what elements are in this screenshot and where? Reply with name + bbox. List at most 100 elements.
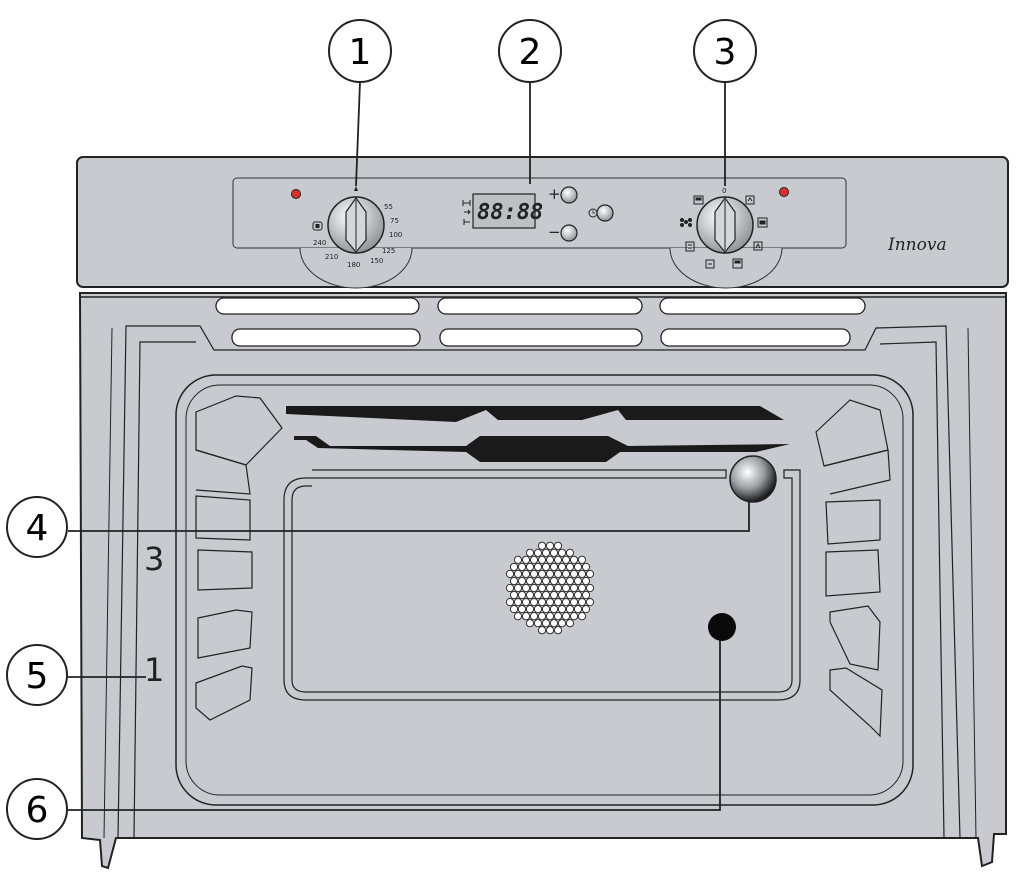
- fan-cover-hole: [565, 548, 575, 557]
- fan-cover-hole: [585, 598, 595, 607]
- fan-cover-hole: [533, 605, 543, 614]
- fan-cover-hole: [521, 555, 531, 564]
- clock-button[interactable]: [596, 204, 614, 222]
- svg-text:5: 5: [26, 656, 49, 697]
- fan-cover-hole: [573, 562, 583, 571]
- fan-cover-hole: [525, 619, 535, 628]
- temp-tick: 240: [313, 239, 326, 247]
- fan-cover-hole: [565, 619, 575, 628]
- oven-door[interactable]: [78, 292, 1007, 870]
- callout-1: 1: [328, 19, 392, 83]
- fan-cover-hole: [513, 612, 523, 621]
- svg-text:4: 4: [26, 508, 49, 549]
- fan-cover-hole: [557, 562, 567, 571]
- fan-cover-hole: [553, 626, 563, 635]
- fan-cover-hole: [581, 605, 591, 614]
- temp-tick: 180: [347, 261, 360, 269]
- fan-cover-hole: [541, 605, 551, 614]
- fan-cover-hole: [525, 576, 535, 586]
- fan-cover-hole: [513, 598, 523, 607]
- fan-cover-hole: [565, 562, 575, 571]
- fan-cover-hole: [509, 605, 519, 614]
- function-dial-zero: 0: [722, 187, 726, 195]
- lcd-screen: [472, 193, 536, 229]
- function-dial[interactable]: [696, 196, 754, 254]
- fan-cover-hole: [517, 590, 527, 600]
- fan-cover-hole: [545, 598, 555, 607]
- rack-rails-right: [815, 399, 891, 738]
- temp-tick: 55: [384, 203, 393, 211]
- upper-heating-elements: [286, 406, 790, 462]
- fan-cover-hole: [521, 612, 531, 621]
- fan-cover-hole: [553, 555, 563, 564]
- fan-cover-hole: [549, 605, 559, 614]
- fan-cover-hole: [513, 569, 523, 578]
- fan-cover-hole: [585, 583, 595, 593]
- fan-cover-hole: [505, 583, 515, 593]
- top-heat-icon: [693, 195, 704, 205]
- fan-cover-hole: [545, 541, 555, 550]
- fan-cover-hole: [561, 612, 571, 621]
- function-dial-bezel: [669, 247, 783, 289]
- fan-cover-hole: [585, 569, 595, 578]
- fan-cover-hole: [525, 605, 535, 614]
- fan-cover-hole: [529, 555, 539, 564]
- function-mode-icons: [680, 195, 768, 269]
- fan-cover-hole: [561, 569, 571, 578]
- fan-cover-hole: [517, 576, 527, 586]
- probe-socket: [708, 613, 736, 641]
- fan-cover-hole: [513, 555, 523, 564]
- fan-cover-hole: [529, 569, 539, 578]
- callout-6: 6: [6, 778, 68, 840]
- fan-cover-hole: [561, 598, 571, 607]
- bottom-heat-icon: [757, 217, 768, 228]
- lcd-digits: 88:88: [477, 200, 543, 225]
- fan-cover-hole: [549, 562, 559, 571]
- fan-cover-hole: [529, 598, 539, 607]
- brand-text: Innova: [887, 235, 947, 255]
- fan-cover-hole: [565, 576, 575, 586]
- rack-level-1-label: 1: [144, 651, 164, 689]
- fan-cover-hole: [537, 598, 547, 607]
- fan-cover-hole: [513, 583, 523, 593]
- grill-icon: [745, 195, 755, 205]
- svg-text:3: 3: [714, 32, 737, 73]
- fan-cover-hole: [577, 569, 587, 578]
- temperature-dial[interactable]: [327, 196, 385, 254]
- fan-cover-hole: [545, 626, 555, 635]
- temp-tick: 100: [389, 231, 402, 239]
- fan-cover-hole: [529, 612, 539, 621]
- oven-cavity: [283, 469, 801, 701]
- temp-tick: 75: [390, 217, 399, 225]
- control-panel-inset: [232, 177, 847, 249]
- indicator-led-left: [291, 189, 301, 199]
- plus-symbol: +: [548, 185, 561, 203]
- fan-cover-hole: [569, 583, 579, 593]
- minus-button[interactable]: [560, 224, 578, 242]
- fan-cover-hole: [517, 605, 527, 614]
- fan-cover-hole: [533, 548, 543, 557]
- fan-cover-hole: [565, 605, 575, 614]
- plus-button[interactable]: [560, 186, 578, 204]
- callout-2: 2: [498, 19, 562, 83]
- rack-rails-left: [195, 395, 283, 721]
- fan-cover-hole: [565, 590, 575, 600]
- rack-level-3-label: 3: [144, 540, 164, 578]
- fan-grill-icon: [753, 241, 763, 251]
- fan-cover-hole: [521, 583, 531, 593]
- fan-cover-hole: [541, 576, 551, 586]
- fan-cover-hole: [545, 555, 555, 564]
- lamp-icon: [312, 221, 323, 231]
- callout-5: 5: [6, 644, 68, 706]
- fan-cover-hole: [569, 569, 579, 578]
- fan-cover-hole: [557, 619, 567, 628]
- fan-cover-hole: [553, 612, 563, 621]
- fan-cover-hole: [533, 576, 543, 586]
- door-frame: [117, 325, 961, 839]
- fan-cover-hole: [533, 619, 543, 628]
- fan-cover-hole: [573, 590, 583, 600]
- fan-cover-hole: [569, 555, 579, 564]
- fan-cover-hole: [549, 619, 559, 628]
- fan-cover-hole: [545, 569, 555, 578]
